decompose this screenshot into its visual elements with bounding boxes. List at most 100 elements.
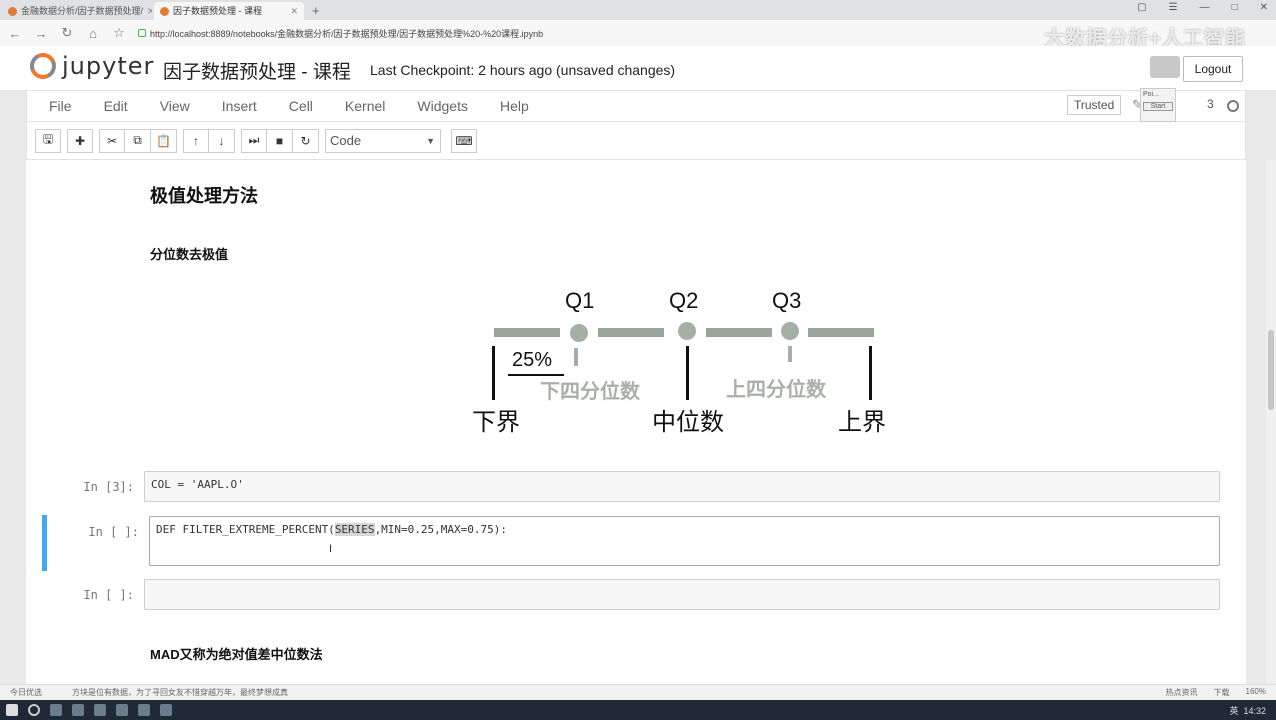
- menu-icon[interactable]: ☰: [1168, 2, 1178, 13]
- task-view-icon[interactable]: [50, 704, 62, 716]
- restart-icon[interactable]: ↻: [293, 128, 319, 153]
- keyboard-icon[interactable]: ⌨: [451, 128, 477, 153]
- cell-type-select[interactable]: Code ▼: [325, 128, 441, 153]
- q3-label: Q3: [772, 288, 801, 313]
- code-cell-selected[interactable]: In [ ]: DEF FILTER_EXTREME_PERCENT(SERIE…: [42, 515, 1220, 571]
- menu-kernel[interactable]: Kernel: [344, 98, 386, 114]
- app-icon[interactable]: [116, 704, 128, 716]
- popup-start-button[interactable]: Start: [1143, 102, 1173, 111]
- median-line: [686, 346, 689, 400]
- code-cell[interactable]: In [3]: COL = 'AAPL.O': [42, 470, 1220, 504]
- cell-prompt: In [3]:: [83, 480, 134, 494]
- menu-help[interactable]: Help: [499, 98, 529, 114]
- cut-icon[interactable]: ✂: [99, 128, 125, 153]
- text-cursor-icon: I: [329, 543, 333, 555]
- home-icon[interactable]: ⌂: [89, 25, 97, 41]
- app-icon[interactable]: [94, 704, 106, 716]
- stop-icon[interactable]: ■: [267, 128, 293, 153]
- lower-bound-label: 下界: [472, 408, 520, 436]
- code-input[interactable]: COL = 'AAPL.O': [144, 471, 1220, 502]
- cell-prompt: In [ ]:: [88, 525, 139, 539]
- quantile-diagram: Q1 Q2 Q3 25% 下四分位数 上四分位数 下界 中位数 上界: [472, 288, 886, 436]
- system-clock[interactable]: 英 14:32: [1229, 704, 1266, 717]
- close-tab-icon[interactable]: ✕: [290, 6, 298, 16]
- browser-status-strip: 今日优选 方块是位有数据，为了寻回女友不惜穿越万年，最终梦想成真 热点资讯 下载…: [0, 684, 1276, 700]
- restore-icon[interactable]: ▢: [1137, 2, 1147, 13]
- video-watermark: 大数据分析+人工智能: [1044, 28, 1246, 50]
- os-taskbar: 英 14:32: [0, 700, 1276, 720]
- jupyter-favicon-icon: [160, 6, 169, 16]
- code-input[interactable]: DEF FILTER_EXTREME_PERCENT(SERIES,MIN=0.…: [149, 516, 1220, 566]
- new-tab-button[interactable]: +: [312, 3, 320, 18]
- menu-cell[interactable]: Cell: [288, 98, 313, 114]
- dash-segment: [494, 328, 560, 337]
- zoom-level[interactable]: 160%: [1245, 687, 1266, 696]
- close-window-icon[interactable]: ✕: [1259, 2, 1268, 13]
- close-tab-icon[interactable]: ✕: [147, 6, 152, 16]
- menu-widgets[interactable]: Widgets: [417, 98, 468, 114]
- paste-icon[interactable]: 📋: [151, 128, 177, 153]
- app-icon[interactable]: [138, 704, 150, 716]
- notebook-title[interactable]: 因子数据预处理 - 课程: [163, 62, 351, 83]
- code-input[interactable]: [144, 579, 1220, 610]
- browser-tab-1[interactable]: 金融数据分析/因子数据预处理/ ✕: [2, 2, 152, 20]
- q3-dot: [781, 322, 799, 340]
- tab-label: 因子数据预处理 - 课程: [173, 6, 262, 16]
- notebook-container: 极值处理方法 分位数去极值 Q1 Q2 Q3 25% 下四分位数 上四分位数 下…: [26, 160, 1246, 684]
- move-up-icon[interactable]: ↑: [183, 128, 209, 153]
- url-text: http://localhost:8889/notebooks/金融数据分析/因…: [150, 28, 544, 39]
- save-icon[interactable]: 🖫: [35, 128, 61, 153]
- copy-icon[interactable]: ⧉: [125, 128, 151, 153]
- menu-view[interactable]: View: [159, 98, 190, 114]
- page-scrollbar[interactable]: [1266, 160, 1276, 684]
- q1-dot: [570, 324, 588, 342]
- forward-icon[interactable]: →: [34, 25, 48, 41]
- status-left[interactable]: 今日优选: [10, 688, 42, 697]
- percent-label: 25%: [512, 349, 552, 371]
- download-link[interactable]: 下载: [1213, 688, 1230, 697]
- checkpoint-status: Last Checkpoint: 2 hours ago (unsaved ch…: [370, 62, 676, 78]
- minimize-icon[interactable]: —: [1199, 2, 1210, 13]
- reload-icon[interactable]: ↻: [61, 25, 73, 40]
- menu-file[interactable]: File: [49, 98, 72, 114]
- insert-cell-plus-icon[interactable]: ✚: [67, 128, 93, 153]
- code-text: ,MIN=0.25,MAX=0.75):: [374, 523, 508, 536]
- back-icon[interactable]: ←: [8, 25, 22, 41]
- edit-mode-pencil-icon: ✎: [1132, 97, 1143, 112]
- clock-time: 14:32: [1243, 705, 1266, 716]
- jupyter-header: jupyter 因子数据预处理 - 课程 Last Checkpoint: 2 …: [0, 46, 1276, 90]
- url-field[interactable]: http://localhost:8889/notebooks/金融数据分析/因…: [138, 27, 543, 40]
- run-icon[interactable]: ⏭: [241, 128, 267, 153]
- browser-tab-2[interactable]: 因子数据预处理 - 课程 ✕: [154, 2, 304, 20]
- tab-label: 金融数据分析/因子数据预处理/: [21, 6, 144, 16]
- q2-label: Q2: [669, 288, 698, 313]
- code-text: DEF FILTER_EXTREME_PERCENT(: [156, 523, 335, 536]
- browser-app-icon[interactable]: [160, 704, 172, 716]
- windows-start-icon[interactable]: [6, 704, 18, 716]
- q3-tick: [788, 346, 792, 362]
- markdown-heading: 极值处理方法: [150, 186, 258, 206]
- status-news[interactable]: 方块是位有数据，为了寻回女友不惜穿越万年，最终梦想成真: [72, 688, 288, 697]
- status-right: 热点资讯 下载 160%: [1166, 687, 1266, 698]
- hot-news-link[interactable]: 热点资讯: [1165, 688, 1198, 697]
- menu-insert[interactable]: Insert: [221, 98, 257, 114]
- app-icon[interactable]: [72, 704, 84, 716]
- python-logo-icon: [1150, 56, 1180, 78]
- search-icon[interactable]: [28, 704, 40, 716]
- notebook-toolbar: 🖫 ✚ ✂ ⧉ 📋 ↑ ↓ ⏭ ■ ↻ Code ▼ ⌨: [26, 122, 1246, 160]
- lower-quartile-label: 下四分位数: [540, 379, 641, 403]
- trusted-indicator[interactable]: Trusted: [1067, 95, 1122, 115]
- menu-edit[interactable]: Edit: [103, 98, 128, 114]
- bookmark-star-icon[interactable]: ☆: [113, 25, 125, 40]
- move-down-icon[interactable]: ↓: [209, 128, 235, 153]
- maximize-icon[interactable]: □: [1231, 2, 1238, 13]
- logout-button[interactable]: Logout: [1183, 56, 1243, 82]
- jupyter-logo[interactable]: jupyter: [26, 49, 155, 83]
- code-cell[interactable]: In [ ]:: [42, 578, 1220, 612]
- scrollbar-thumb[interactable]: [1268, 330, 1274, 410]
- q1-label: Q1: [565, 288, 594, 313]
- browser-tabstrip: 金融数据分析/因子数据预处理/ ✕ 因子数据预处理 - 课程 ✕ + ▢ ☰ —…: [0, 0, 1276, 20]
- lower-bound-line: [492, 346, 495, 400]
- logo-text: jupyter: [62, 52, 155, 80]
- dash-segment: [808, 328, 874, 337]
